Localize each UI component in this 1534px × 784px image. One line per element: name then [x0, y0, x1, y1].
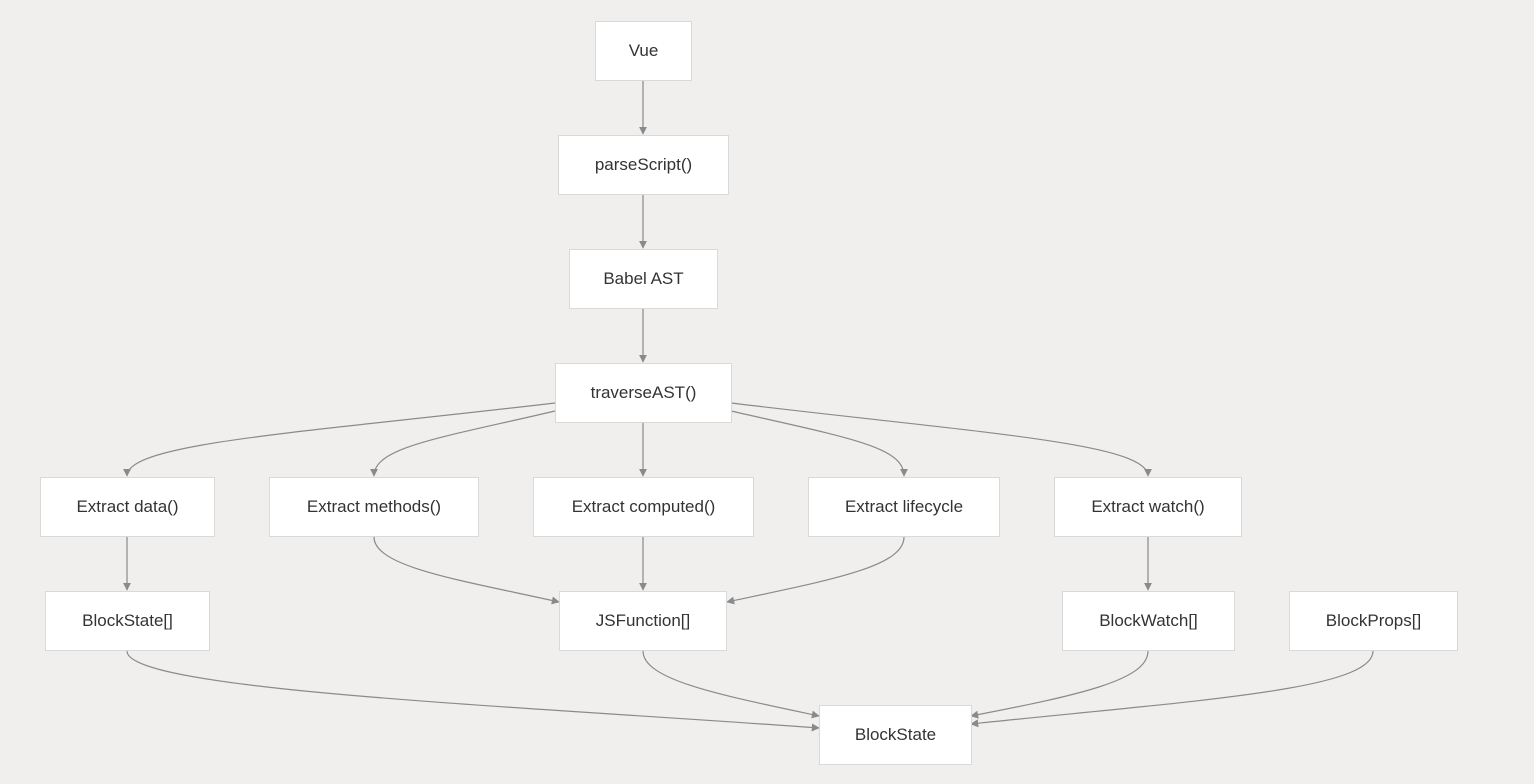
node-extract-watch: Extract watch() [1054, 477, 1242, 537]
node-parse-script: parseScript() [558, 135, 729, 195]
node-extract-computed: Extract computed() [533, 477, 754, 537]
edge-jsfunction-list-to-blockstate [642, 650, 820, 719]
node-block-props-list: BlockProps[] [1289, 591, 1458, 651]
edge-extract-lifecycle-to-jsfunction-list [726, 536, 905, 605]
edge-traverseast-to-extract-data [123, 402, 556, 477]
node-babel-ast: Babel AST [569, 249, 718, 309]
node-extract-data: Extract data() [40, 477, 215, 537]
edge-blockwatch-list-to-blockstate [970, 650, 1149, 719]
node-extract-lifecycle: Extract lifecycle [808, 477, 1000, 537]
node-traverse-ast: traverseAST() [555, 363, 732, 423]
node-block-state: BlockState [819, 705, 972, 765]
edge-blockprops-list-to-blockstate [970, 650, 1374, 728]
node-js-function-list: JSFunction[] [559, 591, 727, 651]
node-extract-methods: Extract methods() [269, 477, 479, 537]
node-block-state-list: BlockState[] [45, 591, 210, 651]
edge-traverseast-to-extract-methods [370, 410, 556, 477]
node-block-watch-list: BlockWatch[] [1062, 591, 1235, 651]
edge-blockstate-list-to-blockstate [126, 650, 820, 732]
edge-traverseast-to-extract-lifecycle [730, 410, 908, 477]
edge-traverseast-to-extract-watch [730, 402, 1152, 477]
edge-extract-methods-to-jsfunction-list [373, 536, 560, 605]
node-vue: Vue [595, 21, 692, 81]
